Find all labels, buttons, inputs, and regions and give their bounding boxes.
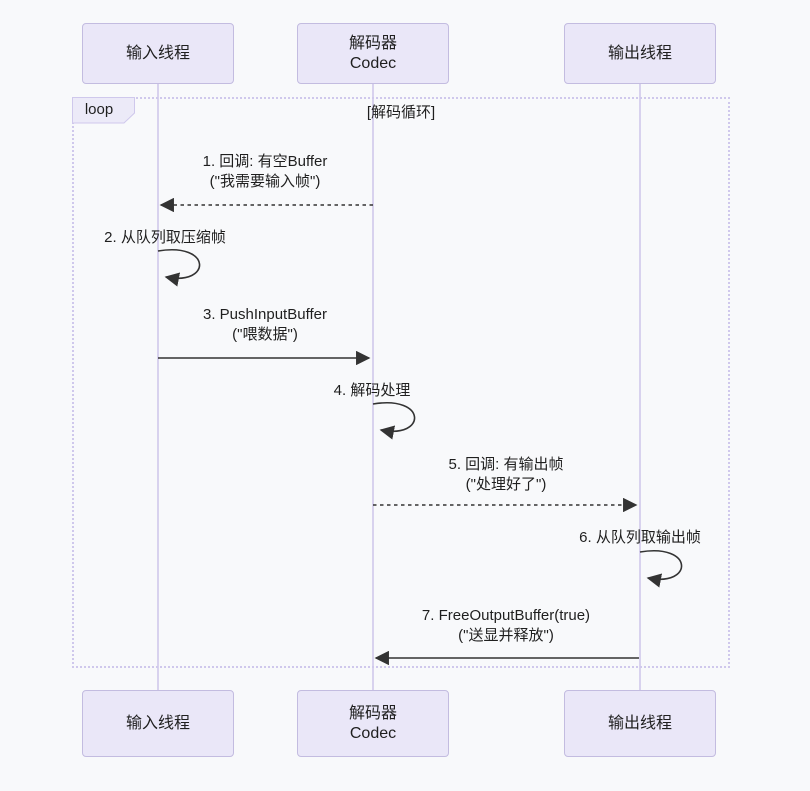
actor-bottom-input-thread: 输入线程 [82, 690, 234, 757]
message-2-label: 2. 从队列取压缩帧 [65, 228, 265, 248]
lifeline-codec [372, 84, 374, 690]
actor-label: 解码器 Codec [348, 704, 397, 742]
message-6-line1: 6. 从队列取输出帧 [579, 529, 701, 546]
message-5-line1: 5. 回调: 有输出帧 [448, 456, 564, 473]
message-4-line1: 4. 解码处理 [333, 382, 411, 399]
message-3-line1: 3. PushInputBuffer [203, 306, 327, 323]
message-7-line1: 7. FreeOutputBuffer(true) [421, 607, 591, 624]
actor-label: 输入线程 [125, 714, 190, 732]
message-1-line2: ("我需要输入帧") [209, 173, 321, 190]
message-2-line1: 2. 从队列取压缩帧 [104, 229, 226, 246]
actor-label: 输出线程 [607, 714, 672, 732]
loop-label: loop [72, 97, 136, 124]
actor-bottom-output-thread: 输出线程 [564, 690, 716, 757]
actor-label: 解码器 Codec [348, 34, 397, 72]
loop-frame [72, 97, 730, 668]
actor-label: 输入线程 [125, 44, 190, 62]
message-2-self-arrow [157, 249, 201, 287]
loop-keyword: loop [84, 100, 114, 118]
message-6-self-arrow [639, 550, 683, 588]
actor-label: 输出线程 [607, 44, 672, 62]
message-7-line2: ("送显并释放") [458, 627, 554, 644]
message-3-line2: ("喂数据") [232, 326, 298, 343]
message-5-label: 5. 回调: 有输出帧 ("处理好了") [400, 455, 612, 495]
actor-top-codec: 解码器 Codec [297, 23, 449, 84]
lifeline-input-thread [157, 84, 159, 690]
message-3-label: 3. PushInputBuffer ("喂数据") [160, 305, 370, 345]
message-1-label: 1. 回调: 有空Buffer ("我需要输入帧") [160, 152, 370, 192]
message-6-label: 6. 从队列取输出帧 [540, 528, 740, 548]
message-7-label: 7. FreeOutputBuffer(true) ("送显并释放") [400, 606, 612, 646]
actor-top-input-thread: 输入线程 [82, 23, 234, 84]
message-4-self-arrow [372, 402, 416, 440]
lifeline-output-thread [639, 84, 641, 690]
actor-bottom-codec: 解码器 Codec [297, 690, 449, 757]
message-5-line2: ("处理好了") [465, 476, 547, 493]
actor-top-output-thread: 输出线程 [564, 23, 716, 84]
loop-title: [解码循环] [366, 104, 436, 121]
message-1-line1: 1. 回调: 有空Buffer [202, 153, 328, 170]
loop-label-shape [72, 97, 135, 124]
message-4-label: 4. 解码处理 [272, 381, 472, 401]
